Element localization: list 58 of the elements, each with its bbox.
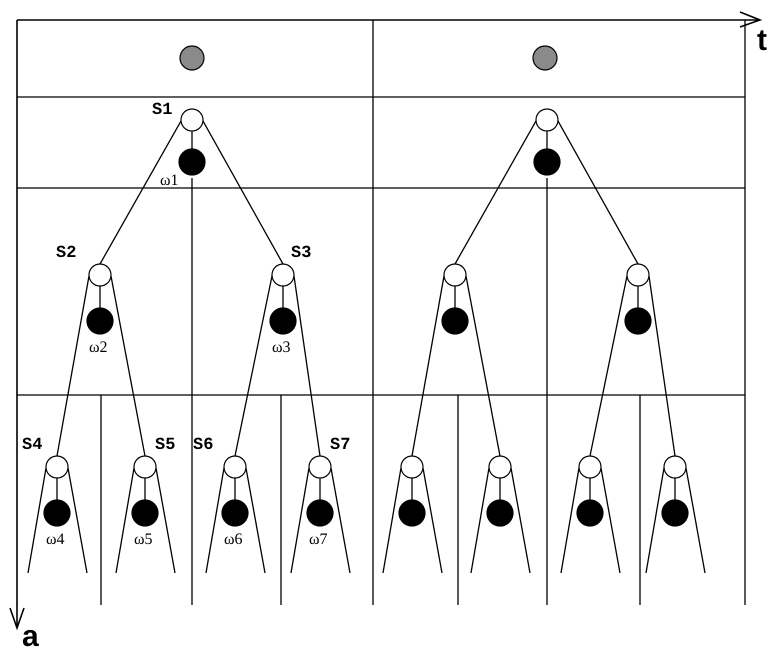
connector-line (330, 468, 351, 574)
coefficient-label: ω6 (224, 531, 243, 548)
node-label: S3 (291, 245, 312, 263)
connector-line (202, 120, 284, 264)
connector-line (411, 276, 445, 456)
coefficient-label: ω3 (272, 339, 291, 356)
connector-line (110, 276, 146, 456)
connector-line (115, 468, 135, 574)
coefficient-label: ω4 (46, 531, 65, 548)
connector-line (685, 468, 706, 574)
connector-line (99, 120, 182, 264)
axis-label: t (757, 26, 767, 56)
connector-line (454, 120, 537, 264)
connector-line (234, 478, 236, 500)
connector-line (648, 276, 676, 456)
connector-line (674, 478, 676, 500)
connector-line (155, 468, 176, 574)
connector-line (319, 478, 321, 500)
node-label: S5 (155, 437, 176, 455)
connector-line (645, 468, 665, 574)
coefficient-label: ω1 (160, 172, 179, 189)
connector-line (234, 276, 273, 456)
connector-line (510, 468, 531, 574)
connector-line (454, 286, 456, 308)
connector-line (600, 468, 621, 574)
connector-line (422, 468, 443, 574)
connector-line (382, 468, 402, 574)
node-label: S7 (330, 437, 350, 455)
connector-line (589, 478, 591, 500)
connector-line (637, 286, 639, 308)
connector-line (56, 478, 58, 500)
connector-line (144, 478, 146, 500)
connector-line (56, 276, 90, 456)
axis-label: a (22, 622, 39, 652)
connector-line (411, 478, 413, 500)
connector-line (27, 468, 47, 574)
node-label: S2 (56, 245, 76, 263)
connector-line (560, 468, 580, 574)
node-label: S6 (193, 437, 214, 455)
connector-line (290, 468, 310, 574)
connector-line (99, 286, 101, 308)
connector-line (245, 468, 266, 574)
connector-line (205, 468, 225, 574)
connector-line (293, 276, 321, 456)
connector-line (465, 276, 501, 456)
connector-line (191, 131, 193, 149)
connector-line (470, 468, 490, 574)
node-label: S4 (22, 437, 42, 455)
coefficient-label: ω2 (89, 339, 108, 356)
connector-line (557, 120, 639, 264)
connector-line (499, 478, 501, 500)
node-label: S1 (152, 102, 172, 120)
connector-line (67, 468, 88, 574)
connector-line (589, 276, 628, 456)
coefficient-label: ω5 (134, 531, 153, 548)
connector-line (546, 131, 548, 149)
connector-line (282, 286, 284, 308)
coefficient-label: ω7 (309, 531, 328, 548)
